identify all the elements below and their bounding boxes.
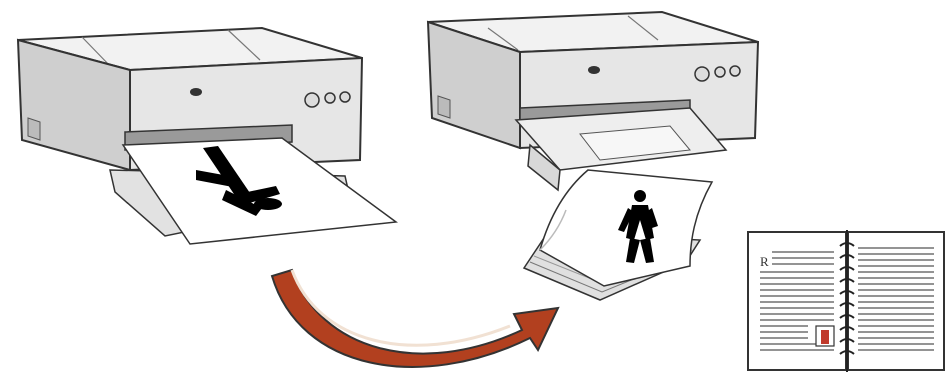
printer-left: [18, 28, 396, 244]
finished-book: R: [748, 230, 944, 372]
book-left-page: [748, 232, 846, 370]
book-drop-initial: R: [760, 254, 769, 269]
reinsert-arrow-icon: [272, 270, 558, 367]
printer-left-logo-icon: [190, 88, 202, 96]
printer-right: [428, 12, 758, 300]
printer-left-power-button-icon: [305, 93, 319, 107]
book-right-page: [848, 232, 944, 370]
printer-right-cancel-button-icon: [730, 66, 740, 76]
printer-right-resume-button-icon: [715, 67, 725, 77]
printer-right-power-button-icon: [695, 67, 709, 81]
printer-left-resume-button-icon: [325, 93, 335, 103]
printer-left-cancel-button-icon: [340, 92, 350, 102]
printer-right-logo-icon: [588, 66, 600, 74]
book-image-icon: [816, 326, 834, 346]
